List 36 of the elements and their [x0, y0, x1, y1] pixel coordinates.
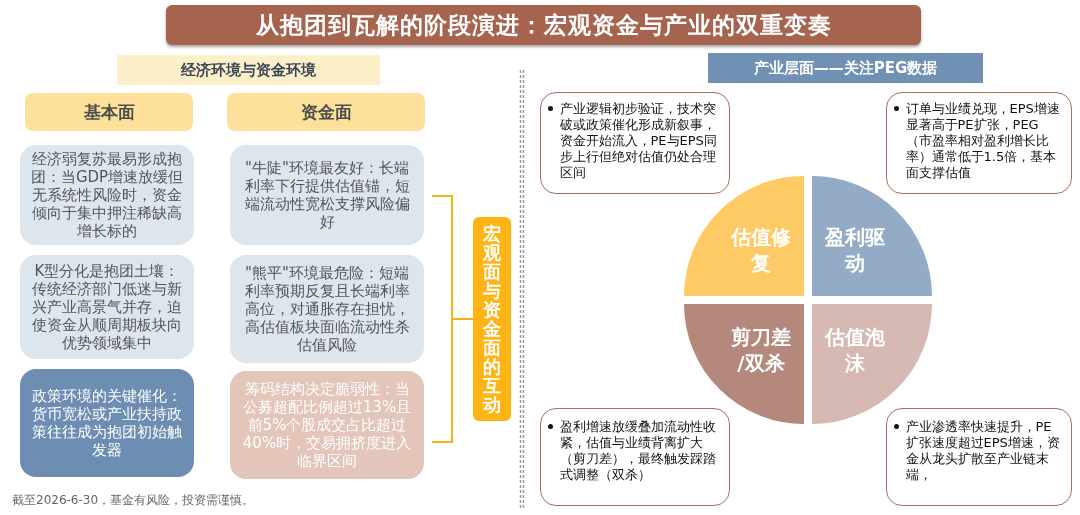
info-card	[230, 255, 424, 363]
info-card	[20, 255, 194, 359]
segment-label: 剪刀差/双杀	[730, 324, 792, 376]
header-text: 资金面	[300, 100, 352, 124]
text-card	[886, 92, 1072, 194]
text-card	[886, 408, 1072, 506]
bullet-text: 订单与业绩兑现，EPS增速显著高于PE扩张，PEG（市盈率相对盈利增长比率）通常低于1.5倍，基本面支撑估值	[905, 100, 1061, 181]
text-card	[540, 92, 730, 194]
section-header	[708, 53, 983, 83]
segment-label: 估值修复	[730, 224, 792, 276]
bullet-text: 产业逻辑初步验证，技术突破或政策催化形成新叙事，资金开始流入，PE与EPS同步上行但绝对估值仍处合理区间	[559, 100, 718, 181]
text-card	[540, 408, 730, 506]
column-header	[227, 93, 425, 131]
bullet-text: 产业渗透率快速提升，PE扩张速度超过EPS增速，资金从龙头扩散至产业链末端，	[905, 418, 1061, 483]
bullet-text: 盈利增速放缓叠加流动性收紧，估值与业绩背离扩大（剪刀差），最终触发踩踏式调整（双杀）	[559, 418, 717, 483]
section-header	[117, 55, 380, 85]
header-text: 经济环境与资金环境	[181, 60, 316, 80]
segment-label: 估值泡沫	[824, 324, 886, 376]
info-card	[230, 145, 424, 245]
card-text: 经济弱复苏最易形成抱团：当GDP增速放缓但无系统性风险时，资金倾向于集中押注稀缺高增长标的	[29, 150, 185, 240]
segment-label: 盈利驱动	[824, 224, 886, 276]
card-text: K型分化是抱团土壤：传统经济部门低迷与新兴产业高景气并存，迫使资金从顺周期板块向优势领域集中	[31, 262, 183, 352]
header-text: 基本面	[83, 100, 135, 124]
card-text: "牛陡"环境最友好：长端利率下行提供估值锚，短端流动性宽松支撑风险偏好	[243, 159, 411, 231]
label-tab	[473, 217, 511, 421]
info-card	[230, 371, 424, 479]
source-note: 截至2026-6-30，基金有风险，投资需谨慎。	[12, 492, 255, 509]
title-text: 从抱团到瓦解的阶段演进：宏观资金与产业的双重变奏	[255, 10, 832, 40]
info-card	[20, 369, 194, 477]
info-card	[20, 145, 194, 245]
card-text: "熊平"环境最危险：短端利率预期反复且长端利率高位，对通胀存在担忧，高估值板块面临流动性杀估值风险	[243, 264, 411, 354]
vertical-text: 宏观面与资金面的互动	[482, 224, 502, 414]
column-header	[25, 93, 193, 131]
card-text: 筹码结构决定脆弱性：当公募超配比例超过13%且前5%个股成交占比超过40%时，交易拥挤度进入临界区间	[241, 380, 413, 470]
card-text: 政策环境的关键催化：货币宽松或产业扶持政策往往成为抱团初始触发器	[31, 387, 183, 459]
header-text: 产业层面——关注PEG数据	[753, 58, 938, 78]
